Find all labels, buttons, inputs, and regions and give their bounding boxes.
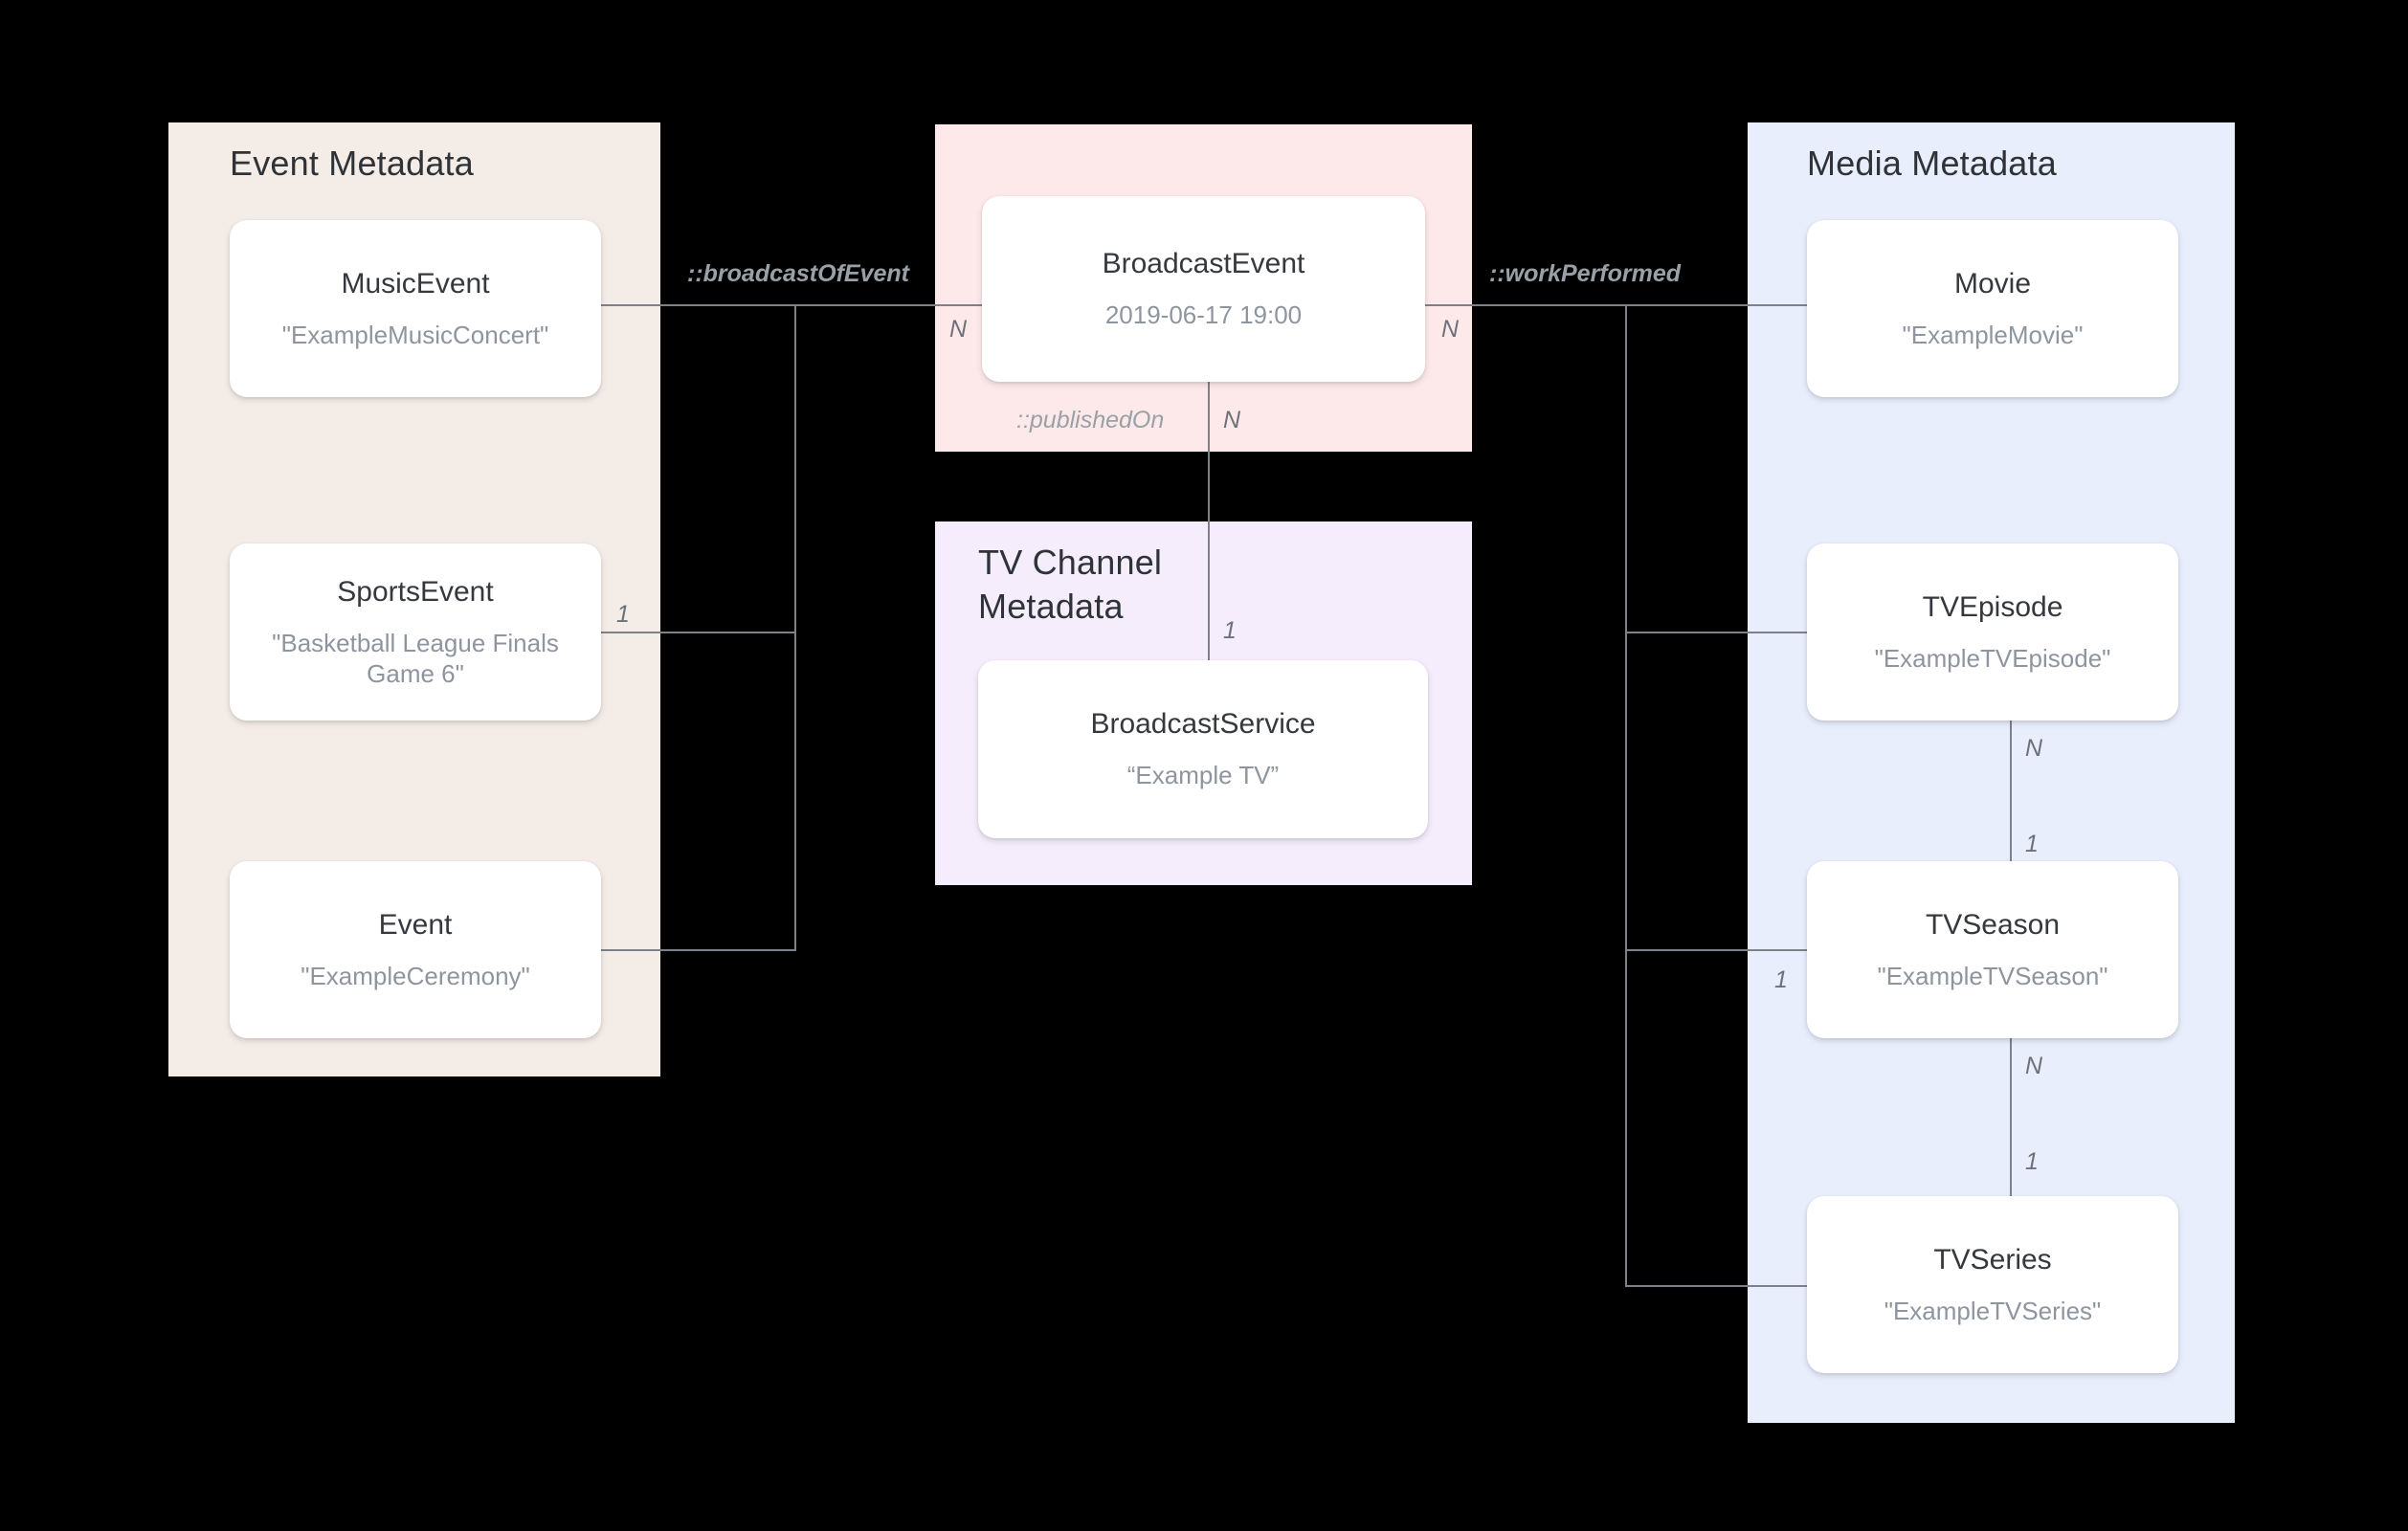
node-event[interactable]: Event "ExampleCeremony" [230, 861, 601, 1038]
relation-label-published-on: ::publishedOn [1016, 407, 1165, 433]
connector-event-to-trunk [601, 949, 794, 951]
connector-trunk-to-tvseason [1625, 949, 1807, 951]
node-value-tv-episode: "ExampleTVEpisode" [1874, 643, 2111, 673]
node-name-music-event: MusicEvent [341, 267, 490, 300]
node-value-sports-event: "Basketball League Finals Game 6" [272, 628, 559, 688]
node-value-event: "ExampleCeremony" [301, 961, 530, 990]
relation-label-work-performed: ::workPerformed [1489, 260, 1682, 287]
cardinality-tvseason-n: N [2025, 1053, 2043, 1079]
connector-tvepisode-to-tvseason [2010, 721, 2012, 861]
connector-broadcastevent-to-movie [1425, 304, 1807, 306]
node-name-tv-season: TVSeason [1925, 908, 2061, 941]
node-value-tv-series: "ExampleTVSeries" [1884, 1296, 2102, 1325]
cardinality-tvseason-one-above: 1 [2025, 831, 2039, 857]
cardinality-tvseries-one: 1 [2025, 1148, 2039, 1175]
cardinality-broadcastevent-work-n: N [1441, 316, 1460, 343]
node-name-broadcast-service: BroadcastService [1090, 708, 1316, 741]
connector-trunk-to-broadcastevent [794, 304, 982, 306]
node-value-tv-season: "ExampleTVSeason" [1877, 961, 2108, 990]
node-name-tv-episode: TVEpisode [1922, 590, 2063, 623]
node-broadcast-event[interactable]: BroadcastEvent 2019-06-17 19:00 [982, 196, 1425, 382]
connector-trunk-to-tvepisode [1625, 632, 1807, 633]
node-music-event[interactable]: MusicEvent "ExampleMusicConcert" [230, 220, 601, 397]
cardinality-tvepisode-n: N [2025, 735, 2043, 762]
node-name-movie: Movie [1953, 267, 2032, 300]
group-title-tv-channel-metadata: TV Channel Metadata [978, 543, 1163, 627]
connector-trunk-to-tvseries [1625, 1285, 1807, 1287]
cardinality-broadcastevent-published-n: N [1223, 407, 1241, 433]
node-name-tv-series: TVSeries [1933, 1243, 2052, 1276]
group-title-media-metadata: Media Metadata [1807, 144, 2057, 183]
node-value-broadcast-event: 2019-06-17 19:00 [1104, 300, 1303, 330]
cardinality-broadcastevent-event-n: N [949, 316, 968, 343]
relation-label-broadcast-of-event: ::broadcastOfEvent [687, 260, 909, 287]
node-value-music-event: "ExampleMusicConcert" [281, 320, 549, 349]
node-broadcast-service[interactable]: BroadcastService “Example TV” [978, 660, 1428, 838]
connector-left-trunk [794, 304, 796, 951]
cardinality-tvseason-left-one: 1 [1774, 966, 1788, 993]
node-name-sports-event: SportsEvent [337, 575, 494, 608]
cardinality-sports-one: 1 [616, 601, 630, 628]
cardinality-broadcastservice-one: 1 [1223, 617, 1237, 644]
node-tv-season[interactable]: TVSeason "ExampleTVSeason" [1807, 861, 2178, 1038]
node-tv-series[interactable]: TVSeries "ExampleTVSeries" [1807, 1196, 2178, 1373]
group-title-event-metadata: Event Metadata [230, 144, 474, 183]
connector-music-to-trunk [601, 304, 794, 306]
connector-right-trunk [1625, 304, 1627, 1285]
node-value-broadcast-service: “Example TV” [1126, 761, 1280, 790]
connector-sports-to-trunk [601, 632, 794, 633]
node-sports-event[interactable]: SportsEvent "Basketball League Finals Ga… [230, 544, 601, 721]
node-movie[interactable]: Movie "ExampleMovie" [1807, 220, 2178, 397]
node-value-movie: "ExampleMovie" [1902, 320, 2084, 349]
node-tv-episode[interactable]: TVEpisode "ExampleTVEpisode" [1807, 544, 2178, 721]
connector-tvseason-to-tvseries [2010, 1038, 2012, 1196]
connector-broadcastevent-to-broadcastservice [1208, 382, 1210, 660]
node-name-broadcast-event: BroadcastEvent [1102, 248, 1305, 280]
node-name-event: Event [378, 908, 453, 941]
